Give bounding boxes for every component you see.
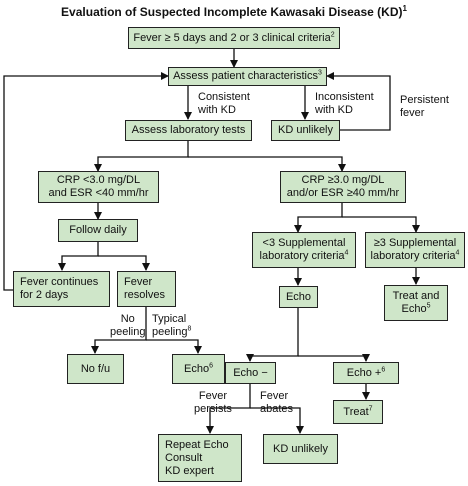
node-follow-daily: Follow daily bbox=[58, 219, 138, 242]
edge-crp-high-to-ge3 bbox=[342, 216, 420, 233]
edge-crp-high-to-lt3 bbox=[294, 203, 343, 233]
node-echo-positive: Echo +6 bbox=[333, 362, 399, 384]
edge-resolves-to-nofu bbox=[91, 307, 147, 354]
edge-follow-to-continues bbox=[58, 242, 99, 271]
edge-lab-to-crp-high bbox=[188, 156, 346, 172]
diagram-title: Evaluation of Suspected Incomplete Kawas… bbox=[61, 4, 407, 19]
node-fever-criteria: Fever ≥ 5 days and 2 or 3 clinical crite… bbox=[128, 27, 340, 49]
edge-persistent-fever-loop bbox=[326, 72, 391, 131]
edge-continues-loop bbox=[3, 72, 169, 291]
edge-echo-to-pos bbox=[298, 354, 370, 362]
edge-neg-to-unlikely bbox=[250, 407, 304, 434]
edge-neg-to-repeat bbox=[206, 384, 251, 434]
edge-follow-to-resolves bbox=[98, 255, 150, 271]
edge-resolves-to-echo6 bbox=[146, 339, 202, 354]
node-echo-negative: Echo − bbox=[225, 362, 276, 384]
edge-lab-to-crp-low bbox=[94, 141, 189, 172]
node-kd-unlikely-top: KD unlikely bbox=[271, 120, 340, 141]
node-treat-7: Treat7 bbox=[333, 400, 383, 424]
node-assess-patient: Assess patient characteristics3 bbox=[168, 67, 327, 86]
node-echo-6: Echo6 bbox=[172, 354, 225, 384]
node-no-followup: No f/u bbox=[67, 354, 124, 384]
node-echo: Echo bbox=[279, 286, 318, 308]
node-assess-lab: Assess laboratory tests bbox=[125, 120, 252, 141]
node-kd-unlikely-bottom: KD unlikely bbox=[263, 434, 338, 464]
edge-echo-to-neg bbox=[246, 308, 299, 362]
